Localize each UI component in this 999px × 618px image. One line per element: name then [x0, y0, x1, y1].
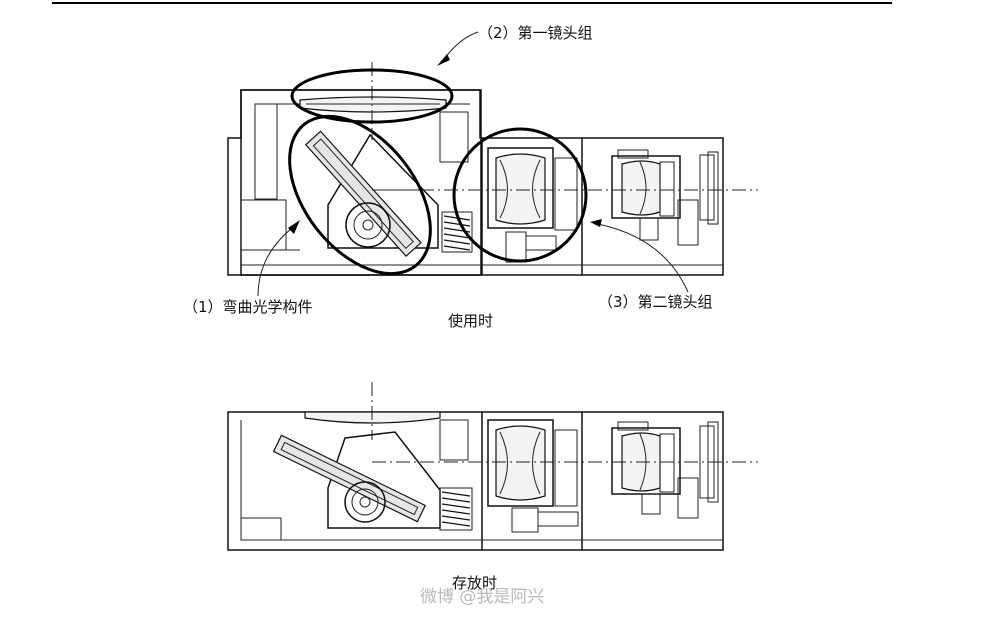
- prism-top: [327, 133, 439, 249]
- second-lens-group-top: [487, 147, 578, 263]
- hinge-mid-bottom: [351, 488, 379, 516]
- hinge-inner-bottom: [359, 496, 371, 508]
- label-bending-optical-element: （1）弯曲光学构件: [183, 298, 313, 316]
- hinge-outer-bottom: [344, 481, 386, 523]
- second-lens-group-bottom: [487, 419, 579, 533]
- second-lens-group-highlight: [452, 127, 588, 263]
- left-block-top: [240, 199, 287, 251]
- hinge-mid-top: [353, 210, 383, 240]
- bending-mirror-top: [304, 130, 422, 257]
- label-second-lens-group: （3）第二镜头组: [598, 293, 713, 311]
- first-lens-group-highlight: [290, 68, 454, 124]
- bending-element-highlight: [288, 114, 432, 276]
- leader-bending-element: [257, 227, 293, 297]
- stored-assembly: [227, 382, 758, 551]
- caption-in-use: 使用时: [448, 312, 493, 330]
- right-inner-bottom: [439, 419, 469, 461]
- caption-stored: 存放时: [452, 574, 497, 592]
- hinge-outer-top: [345, 202, 391, 248]
- arrow-bending-element: [288, 220, 300, 234]
- arrow-first-lens-group: [437, 54, 450, 66]
- rear-lens-assembly-bottom: [611, 421, 719, 519]
- right-inner-top: [439, 111, 469, 163]
- rear-lens-assembly-top: [611, 149, 719, 246]
- hinge-inner-top: [362, 219, 374, 231]
- leader-first-lens-group: [444, 31, 479, 59]
- leader-second-lens-group: [597, 223, 689, 293]
- left-block-bottom: [240, 517, 282, 541]
- housing-outline-bottom: [227, 411, 724, 551]
- label-first-lens-group: （2）第一镜头组: [478, 24, 593, 42]
- left-inner-top: [254, 103, 278, 200]
- housing-top-box: [240, 89, 482, 276]
- bending-mirror-bottom: [272, 434, 427, 523]
- arrow-second-lens-group: [590, 219, 602, 227]
- watermark: 微博 @我是阿兴: [420, 587, 544, 607]
- in-use-assembly: [227, 31, 758, 297]
- spring-bottom: [439, 487, 473, 531]
